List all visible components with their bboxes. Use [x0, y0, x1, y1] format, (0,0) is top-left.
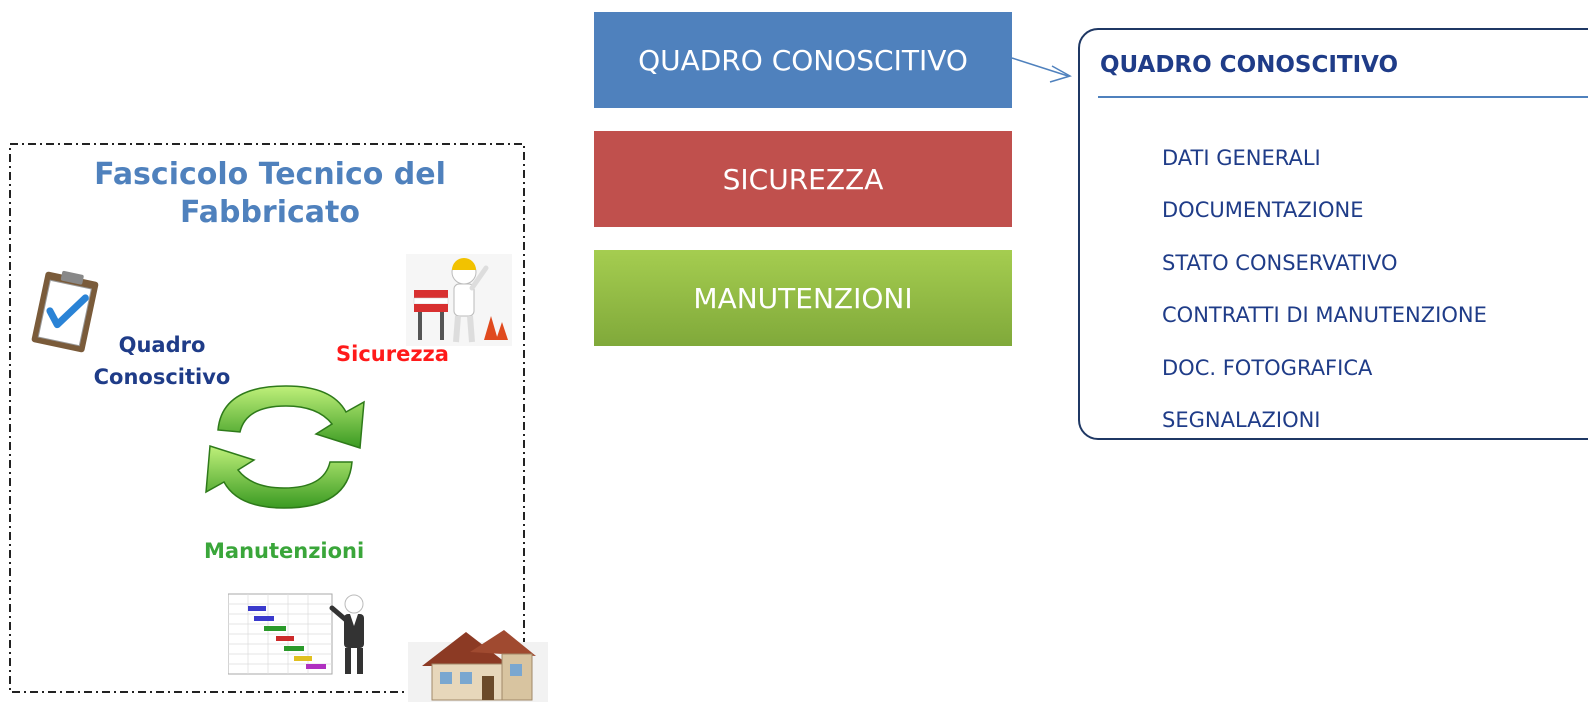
- menu-item-stato-conservativo[interactable]: STATO CONSERVATIVO: [1162, 251, 1398, 275]
- cycle-arrows-icon: [205, 385, 365, 509]
- label-quadro-conoscitivo: Quadro Conoscitivo: [93, 333, 231, 389]
- detail-panel-divider: [1098, 96, 1588, 98]
- panel-title: Fascicolo Tecnico del Fabbricato: [94, 157, 446, 230]
- menu-item-dati-generali[interactable]: DATI GENERALI: [1162, 146, 1321, 170]
- menu-item-documentazione[interactable]: DOCUMENTAZIONE: [1162, 198, 1364, 222]
- label-sicurezza: Sicurezza: [336, 342, 449, 366]
- clipboard-check-icon: [31, 270, 99, 353]
- label-manutenzioni: Manutenzioni: [204, 539, 365, 563]
- manutenzioni-button[interactable]: MANUTENZIONI: [594, 250, 1012, 346]
- connector-arrow-icon: [1011, 57, 1072, 83]
- detail-panel-title: QUADRO CONOSCITIVO: [1100, 52, 1399, 78]
- menu-item-segnalazioni[interactable]: SEGNALAZIONI: [1162, 408, 1321, 432]
- gantt-chart-icon: [228, 593, 364, 675]
- house-icon: [408, 630, 548, 702]
- quadro-conoscitivo-button[interactable]: QUADRO CONOSCITIVO: [594, 12, 1012, 108]
- panel-frame: [9, 143, 525, 693]
- sicurezza-button[interactable]: SICUREZZA: [594, 131, 1012, 227]
- detail-panel: [1078, 28, 1588, 440]
- menu-item-contratti-di-manutenzione[interactable]: CONTRATTI DI MANUTENZIONE: [1162, 303, 1487, 327]
- menu-item-doc-fotografica[interactable]: DOC. FOTOGRAFICA: [1162, 356, 1373, 380]
- safety-worker-icon: [406, 254, 512, 346]
